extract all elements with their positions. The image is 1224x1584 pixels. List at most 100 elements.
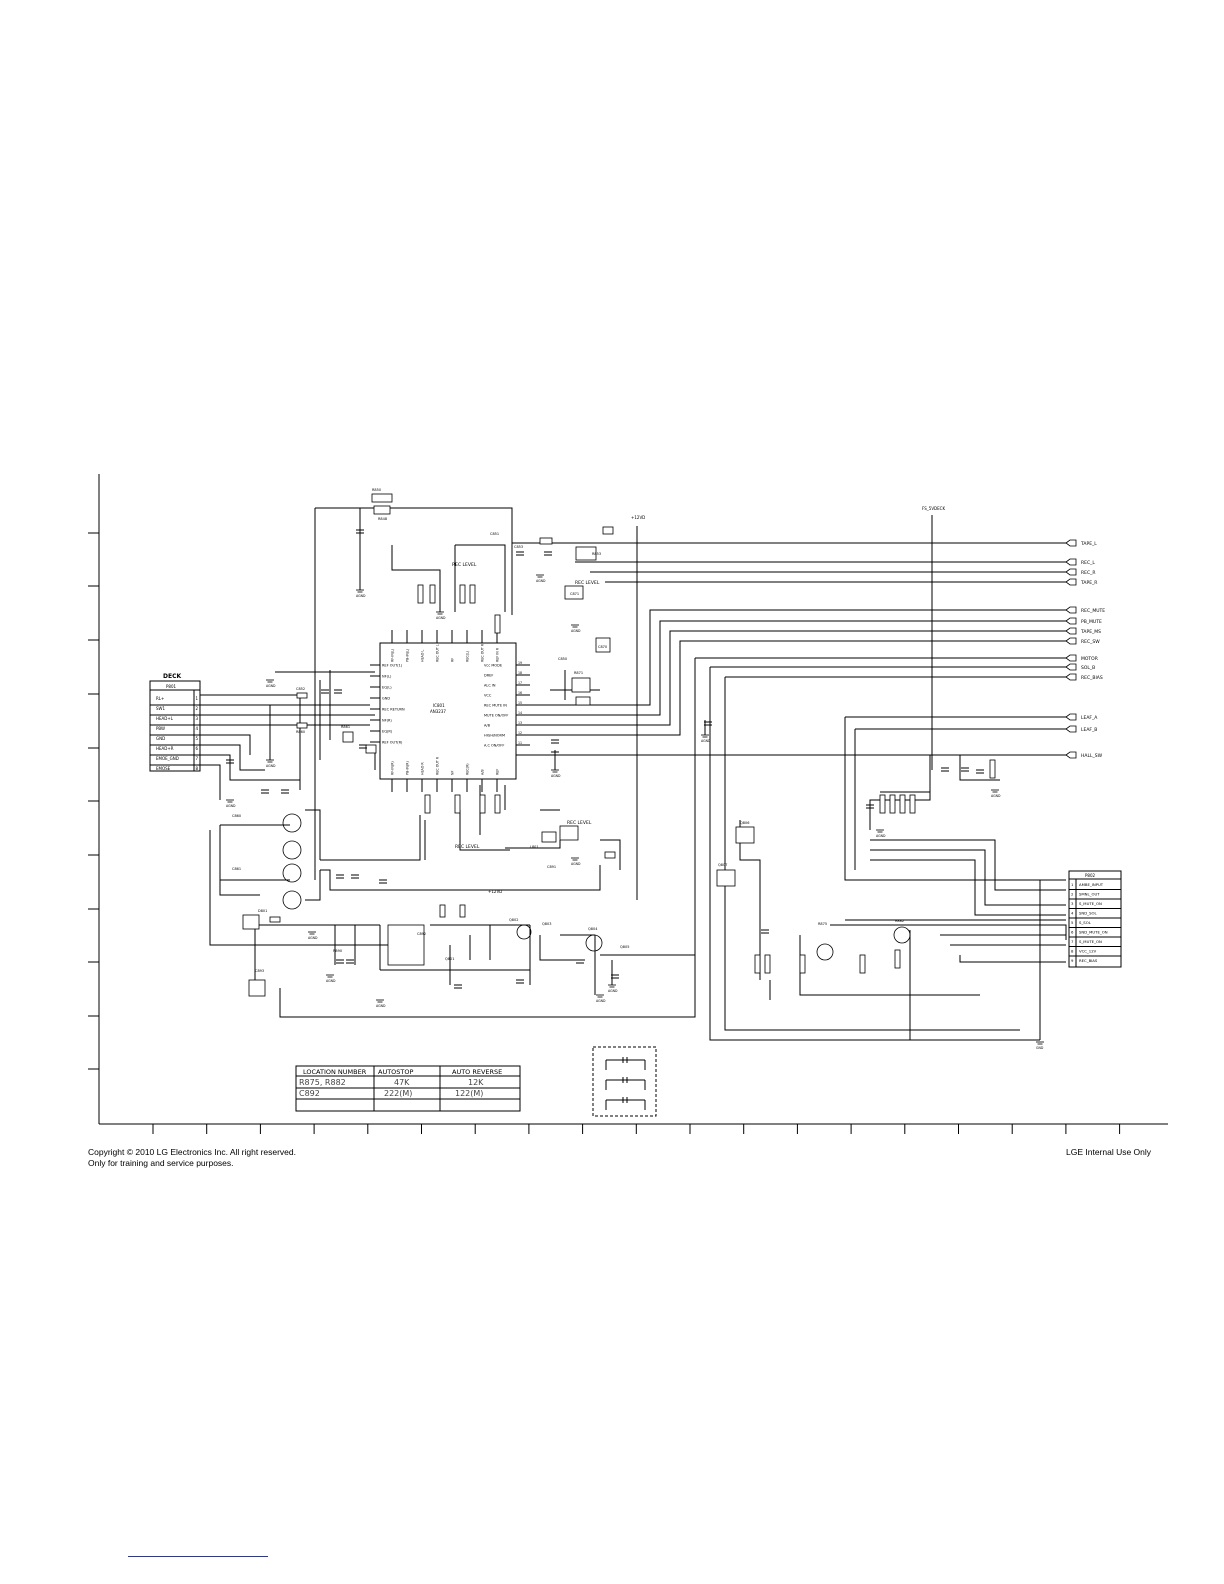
signal-flag-label: LEAF_B [1081,727,1097,733]
ground-label: AGND [226,804,236,808]
table-cell-r1c1: 222(M) [384,1089,412,1098]
deck-connector-pin-label: EMOE_GND [156,756,179,761]
component-ref-label: D801 [258,909,267,913]
p802-connector-pin-label: SND_MUTE_ON [1079,930,1108,935]
ground-label: AGND [266,684,276,688]
signal-flag-label: PB_MUTE [1081,619,1102,625]
ic-left-pin-label: NF(L) [382,675,392,679]
ground-symbols: AGND AGND AGND AGND AGND AGND AGND AGND AGND AGND… [226,574,1044,1050]
location-table [295,1065,521,1112]
deck-connector-pin-number: 1 [196,696,199,701]
rec-level-label-2: REC LEVEL [575,580,600,586]
ic-right-pin-number: 13 [518,721,522,725]
ground-label: AGND [356,594,366,598]
wiring [200,507,1067,1041]
ic-right-pin-label: DREF [484,674,493,678]
ic-right-pin-label: VCC [484,694,492,698]
component-ref-label: Q802 [509,918,518,922]
component-ref-label: R848 [378,517,387,521]
ground-label: AGND [551,774,561,778]
component-ref-label: R875 [818,922,827,926]
table-header-autoreverse: AUTO REVERSE [452,1068,502,1076]
signal-flags: TAPE_LREC_LREC_RTAPE_RREC_MUTEPB_MUTETAP… [1065,539,1105,759]
table-cell-r0c1: 47K [394,1078,410,1087]
signal-flag [1065,539,1077,547]
ic-left-pin-label: NF(R) [382,719,392,723]
deck-connector-pin-label: GND [156,736,165,741]
component-ref-label: Q805 [620,945,629,949]
footer-copyright-block: Copyright © 2010 LG Electronics Inc. All… [88,1147,296,1169]
ground-label: AGND [326,979,336,983]
bottom-ruler-ticks [152,1124,1121,1134]
signal-flag-label: REC_R [1081,570,1096,576]
deck-connector-pin-number: 4 [196,726,199,731]
ic-left-pin-label: EQ(L) [382,686,392,690]
p802-connector-pin-label: VCC_12V [1079,949,1097,954]
ic-right-pin-label: Vcc MODE [484,664,502,668]
ic-right-pin-label: A.C ON/OFF [484,744,504,748]
ic-top-pin-label: REF IN R [496,647,500,662]
component-ref-label: C871 [570,592,579,596]
rec-level-label-1: REC LEVEL [452,562,477,568]
deck-connector-ref: P801 [166,684,177,689]
p802-connector-pin-number: 3 [1071,901,1074,906]
ic-ref-label: IC801 [433,703,445,708]
p802-connector-pin-number: 9 [1071,958,1074,963]
components [242,493,996,997]
dashed-capacitor-box [592,1046,657,1117]
p802-connector-pins: AMBE_INPUT1SMNL_OUT2S_MUTE_ON3SND_SOL4S_… [1071,882,1108,963]
ground-label: AGND [308,936,318,940]
power-label-5vdeck: FS_5VDECK [922,506,945,511]
component-ref-label: R882 [895,919,904,923]
ground-label: AGND [701,739,711,743]
signal-flag-label: TAPE_L [1080,541,1097,547]
ic-right-pin-number: 11 [518,741,522,745]
ic-pin-stubs [370,630,530,792]
deck-connector-pin-number: 2 [196,706,199,711]
ic-right-pin-label: REC MUTE IN [484,704,507,708]
signal-flag-label: MOTOR [1081,656,1098,662]
signal-flag [1065,568,1077,576]
ic-right-pin-number: 19 [518,661,522,665]
ic-top-pin-label: RF-IN(L) [391,649,395,662]
deck-connector-pin-label: HEAD+R [156,746,174,751]
component-ref-label: C861 [232,867,241,871]
ground-label: AGND [536,579,546,583]
ground-label: AGND [266,764,276,768]
p802-connector-pin-label: SND_SOL [1079,911,1097,916]
component-ref-label: C850 [558,657,567,661]
p802-connector-pin-label: REC_BIAS [1079,958,1098,963]
signal-flag [1065,637,1077,645]
ground-label: AGND [608,989,618,993]
ic-bottom-pin-label: REC OUT R [436,756,440,775]
ic-bottom-pin-label: REF [496,769,500,775]
deck-connector [149,680,201,772]
ic-left-pin-label: REF OUT(R) [382,741,403,745]
deck-connector-pin-label: RL+ [156,696,164,701]
ground-label: AGND [876,834,886,838]
component-ref-label: R890 [333,949,342,953]
table-cell-r1c2: 122(M) [455,1089,483,1098]
deck-connector-pin-number: 7 [196,756,199,761]
signal-flag [1065,751,1077,759]
table-cell-r0c0: R875, R882 [299,1078,346,1087]
ic-right-pin-number: 12 [518,731,522,735]
table-cell-r1c0: C892 [299,1089,320,1098]
ic-right-pin-label: ALC IN [484,684,496,688]
component-ref-label: R861 [341,725,350,729]
copyright-text: Copyright © 2010 LG Electronics Inc. All… [88,1147,296,1157]
component-ref-label: C851 [490,532,499,536]
component-ref-label: C893 [255,969,264,973]
ic-left-pin-label: EQ(R) [382,730,393,734]
p802-connector-pin-number: 5 [1071,920,1074,925]
p802-connector-ref: P802 [1085,873,1096,878]
table-header-location: LOCATION NUMBER [303,1068,367,1076]
p802-connector-pin-label: S_SOL [1079,920,1092,925]
bottom-rule [128,1556,268,1557]
ic-top-pin-label: RF [451,658,455,662]
capacitors [226,529,984,989]
component-ref-label: Q803 [542,922,551,926]
component-ref-label: Q804 [588,927,598,931]
